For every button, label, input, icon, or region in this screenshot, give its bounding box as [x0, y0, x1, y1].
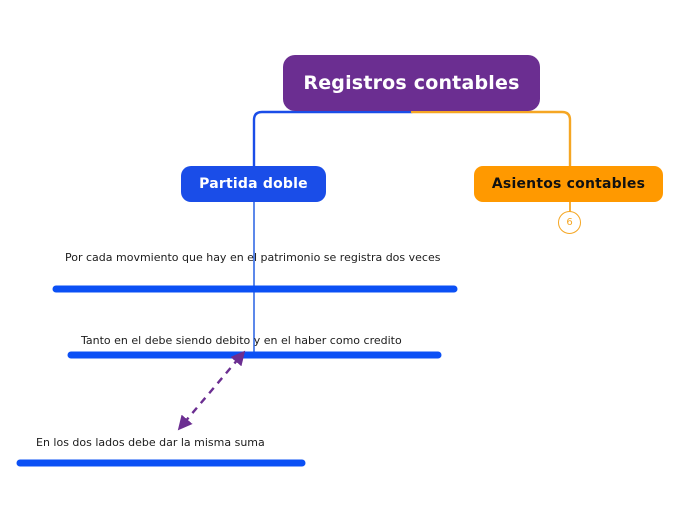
node-registros-contables[interactable]: Registros contables — [283, 55, 540, 111]
collapsed-children-badge[interactable]: 6 — [558, 211, 581, 234]
leaf-label-3[interactable]: En los dos lados debe dar la misma suma — [36, 436, 265, 449]
leaf-label-1[interactable]: Por cada movmiento que hay en el patrimo… — [65, 251, 441, 264]
leaf-label-2[interactable]: Tanto en el debe siendo debito y en el h… — [81, 334, 402, 347]
connector-root-to-asientos-contables — [410, 110, 572, 168]
connector-root-to-partida-doble — [252, 110, 414, 168]
node-asientos-contables[interactable]: Asientos contables — [474, 166, 663, 202]
dashed-double-arrow — [177, 350, 246, 431]
node-partida-doble[interactable]: Partida doble — [181, 166, 326, 202]
